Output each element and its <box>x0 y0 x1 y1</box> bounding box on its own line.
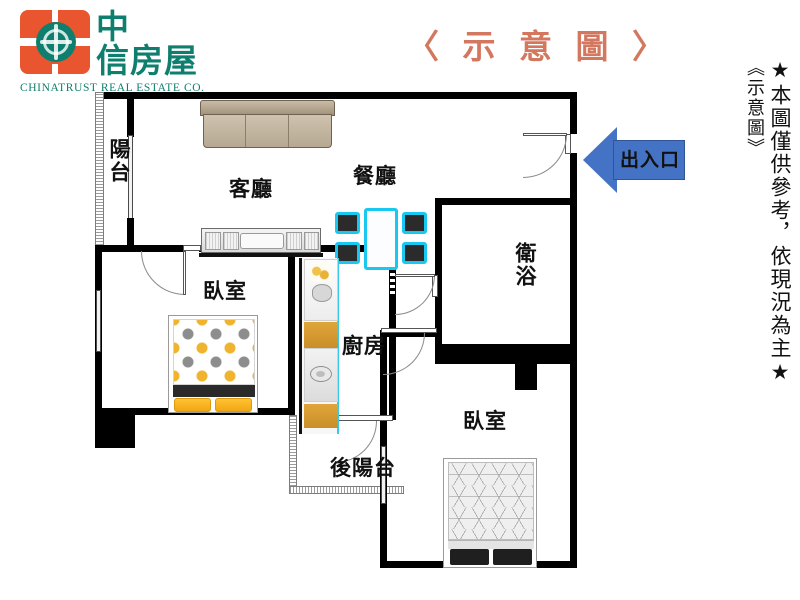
dining-table <box>364 208 398 270</box>
tv-cabinet <box>201 228 321 253</box>
dining-chair-1 <box>335 212 360 234</box>
wall-bedroom1-kitchen <box>288 252 295 415</box>
door-entrance-arc <box>523 134 567 178</box>
page-title: 〈 示 意 圖 〉 <box>406 27 671 66</box>
wall-bathroom-left <box>435 198 442 350</box>
wall-living-bottom-left <box>134 245 184 252</box>
tv-cabinet-base <box>199 253 323 257</box>
door-entrance-panel <box>523 133 567 136</box>
rear-balcony-railing-left <box>289 415 297 493</box>
wall-bathroom-right <box>570 198 577 350</box>
dining-chair-3 <box>402 212 427 234</box>
room-label-kitchen: 廚房 <box>342 334 386 358</box>
dining-set <box>335 208 427 270</box>
sofa <box>200 100 335 148</box>
wall-block-bottom-left <box>95 412 135 448</box>
door-bedroom1-arc <box>141 251 185 295</box>
wall-bedroom2-right <box>570 364 577 568</box>
dining-chair-2 <box>335 242 360 264</box>
dining-chair-4 <box>402 242 427 264</box>
room-label-bathroom: 衛浴 <box>513 242 537 288</box>
wall-top <box>95 92 577 99</box>
door-bedroom2-arc <box>383 333 425 375</box>
wall-right-upper-b <box>570 153 577 231</box>
entrance-arrow: 出入口 <box>583 127 685 193</box>
room-label-dining-room: 餐廳 <box>353 164 397 188</box>
arrow-head-icon <box>583 127 617 193</box>
brand-name-english: CHINATRUST REAL ESTATE CO. <box>20 82 205 94</box>
floor-plan: 陽台 客廳 餐廳 臥室 廚房 後陽台 衛浴 臥室 <box>95 90 590 590</box>
kitchen-counter <box>299 258 339 434</box>
chinatrust-logo: 中 信房屋 CHINATRUST REAL ESTATE CO. <box>18 8 228 100</box>
room-label-living-room: 客廳 <box>229 177 273 201</box>
sink-icon <box>310 366 332 382</box>
wall-bathroom-bottom <box>435 344 535 364</box>
door-bathroom-panel <box>395 274 435 277</box>
door-bedroom1-panel <box>183 251 186 295</box>
disclaimer-line-2: 《示意圖》 <box>744 58 765 158</box>
room-label-balcony: 陽台 <box>107 138 131 184</box>
door-bedroom1-leaf <box>183 245 201 251</box>
globe-icon <box>36 22 76 62</box>
wall-balcony-divider-top <box>127 92 134 137</box>
room-label-rear-balcony: 後陽台 <box>330 456 396 480</box>
logo-mark-icon <box>20 10 92 76</box>
door-bathroom-arc <box>395 275 435 315</box>
brand-chars-rest: 信房屋 <box>96 41 198 80</box>
kitchen-decor-icon <box>310 264 332 282</box>
wall-marker-dots-kitchen <box>390 270 395 296</box>
brand-char-1: 中 <box>96 7 130 46</box>
rear-balcony-railing-bottom <box>289 486 404 494</box>
brand-name-chinese: 中 信房屋 <box>96 10 198 77</box>
arrow-body <box>613 140 685 180</box>
wall-balcony-divider-bottom <box>127 218 134 252</box>
entrance-label: 出入口 <box>619 149 680 171</box>
door-bedroom2-leaf <box>381 328 437 333</box>
disclaimer-note: ★本圖僅供參考，依現況為主★ 《示意圖》 <box>706 58 792 518</box>
room-label-bedroom-1: 臥室 <box>203 279 247 303</box>
stove-icon <box>312 284 332 302</box>
wall-bathroom-bottom-right <box>535 344 577 364</box>
room-label-bedroom-2: 臥室 <box>463 409 507 433</box>
wall-block-bathroom <box>515 344 537 390</box>
window-bedroom2 <box>381 446 386 504</box>
balcony-railing <box>95 92 104 252</box>
wall-right-upper-a <box>570 92 577 134</box>
bed-main-bedroom <box>168 315 258 413</box>
bed-second-bedroom <box>443 458 537 568</box>
wall-bathroom-top <box>435 198 577 205</box>
window-bedroom1 <box>96 290 101 352</box>
disclaimer-line-1: ★本圖僅供參考，依現況為主★ <box>768 58 792 386</box>
